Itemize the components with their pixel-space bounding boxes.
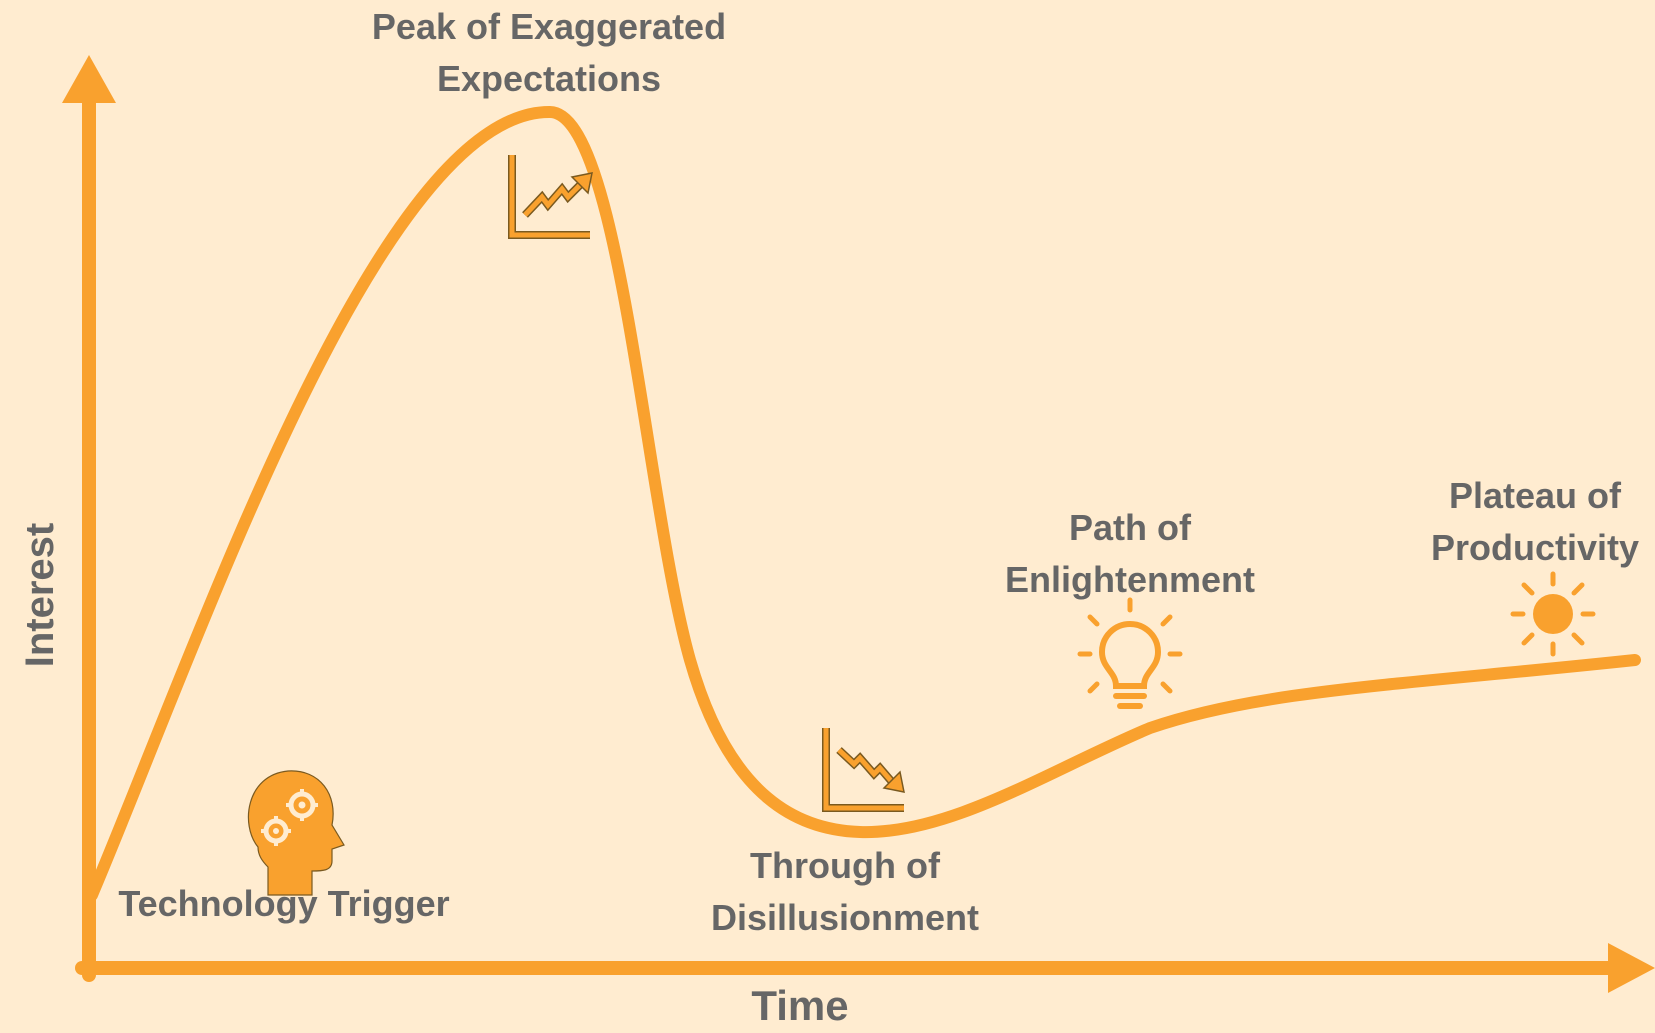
- hype-curve: [86, 105, 1641, 901]
- y-axis-label: Interest: [18, 522, 62, 668]
- phase-label-enlightenment: Path of Enlightenment: [1005, 507, 1255, 600]
- y-axis-arrowhead: [62, 55, 116, 103]
- phase-label-peak: Peak of Exaggerated Expectations: [371, 6, 727, 99]
- lightbulb-icon: [1077, 597, 1183, 709]
- phase-label-plateau: Plateau of Productivity: [1430, 475, 1640, 568]
- phase-label-trough: Through of Disillusionment: [710, 845, 980, 938]
- chart-trending-up-icon: [508, 155, 593, 239]
- x-axis-arrowhead: [1608, 943, 1655, 993]
- sun-icon: [1510, 571, 1596, 657]
- chart-trending-down-icon: [822, 728, 905, 812]
- head-gears-icon: [247, 770, 345, 896]
- x-axis-label: Time: [751, 982, 849, 1029]
- phase-label-technology-trigger: Technology Trigger: [118, 883, 450, 924]
